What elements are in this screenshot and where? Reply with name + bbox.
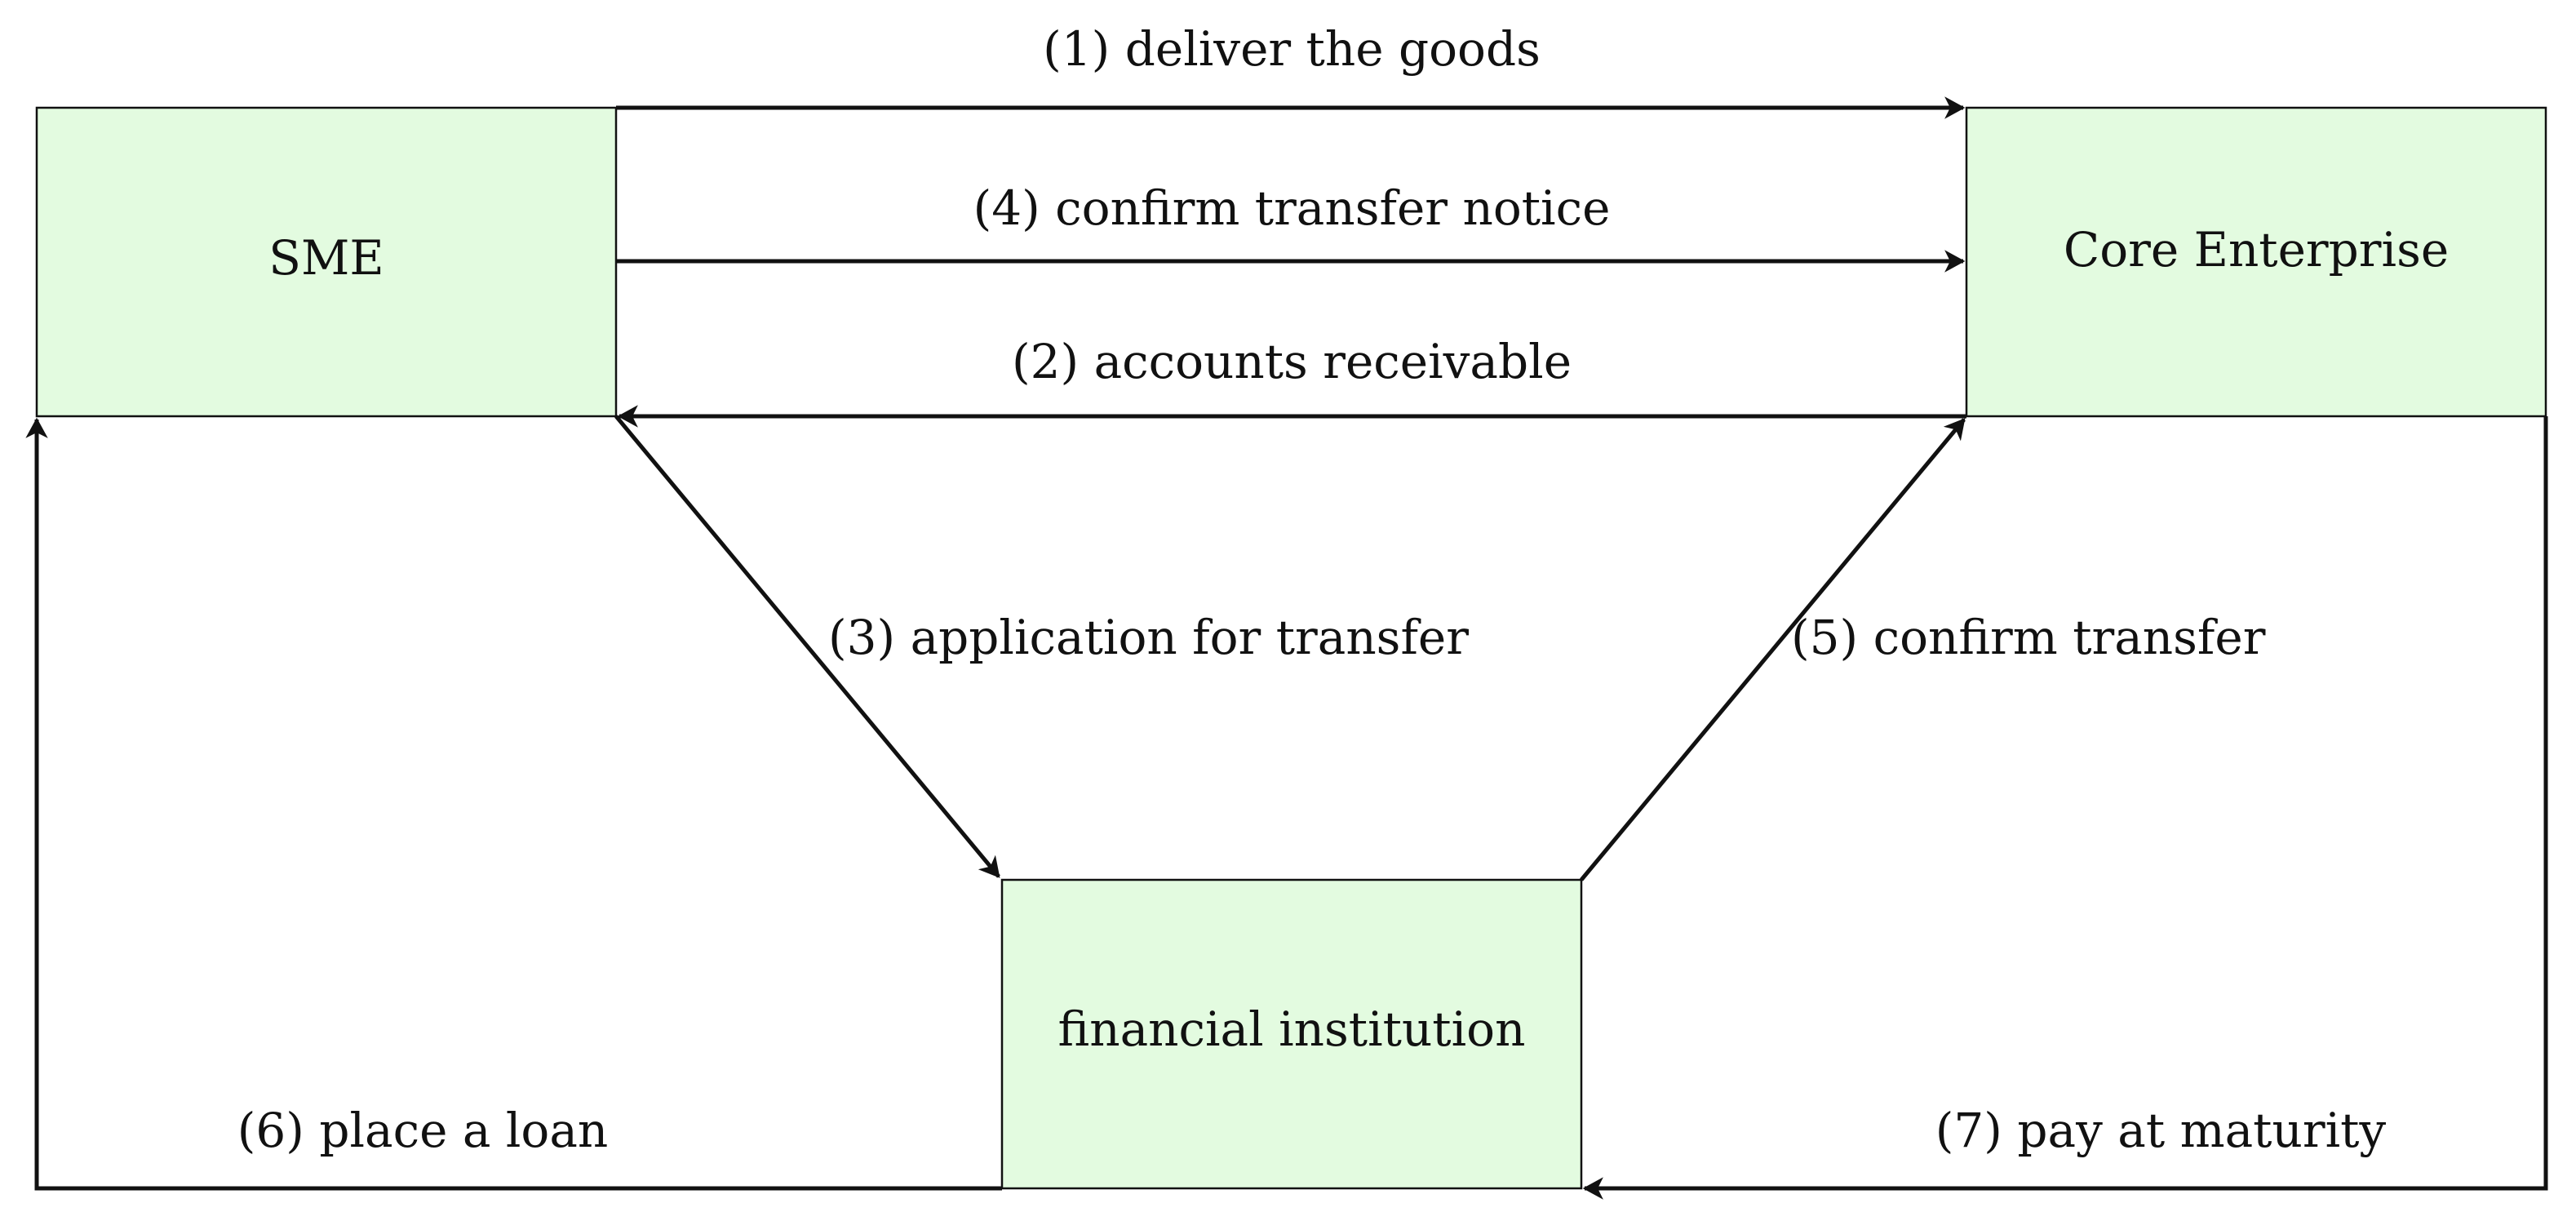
confirm-transfer-label: (5) confirm transfer [1791, 610, 2266, 665]
sme-label: SME [268, 230, 384, 286]
sme-node: SME [35, 106, 618, 418]
edge-accounts-receivable: (2) accounts receivable [617, 334, 1966, 428]
place-loan-arrow [25, 417, 1002, 1191]
edge-confirm-transfer-notice: (4) confirm transfer notice [616, 180, 1966, 273]
edge-deliver-goods: (1) deliver the goods [616, 21, 1966, 119]
confirm-transfer-arrow [1580, 418, 1966, 881]
edge-application-for-transfer: (3) application for transfer [614, 415, 1469, 878]
pay-at-maturity-label: (7) pay at maturity [1935, 1103, 2387, 1158]
edge-confirm-transfer: (5) confirm transfer [1580, 418, 2266, 881]
financial-institution-node: financial institution [1000, 878, 1583, 1190]
core-enterprise-label: Core Enterprise [2064, 222, 2449, 278]
confirm-transfer-notice-label: (4) confirm transfer notice [973, 180, 1611, 236]
application-for-transfer-arrow [614, 415, 1000, 878]
core-enterprise-node: Core Enterprise [1965, 106, 2547, 418]
edge-pay-at-maturity: (7) pay at maturity [1582, 416, 2548, 1200]
place-loan-label: (6) place a loan [237, 1103, 609, 1158]
financial-institution-label: financial institution [1058, 1001, 1526, 1057]
pay-at-maturity-arrow [1582, 416, 2548, 1200]
deliver-goods-label: (1) deliver the goods [1043, 21, 1541, 77]
accounts-receivable-label: (2) accounts receivable [1012, 334, 1572, 389]
application-for-transfer-label: (3) application for transfer [828, 610, 1469, 665]
edge-place-loan: (6) place a loan [25, 417, 1002, 1191]
